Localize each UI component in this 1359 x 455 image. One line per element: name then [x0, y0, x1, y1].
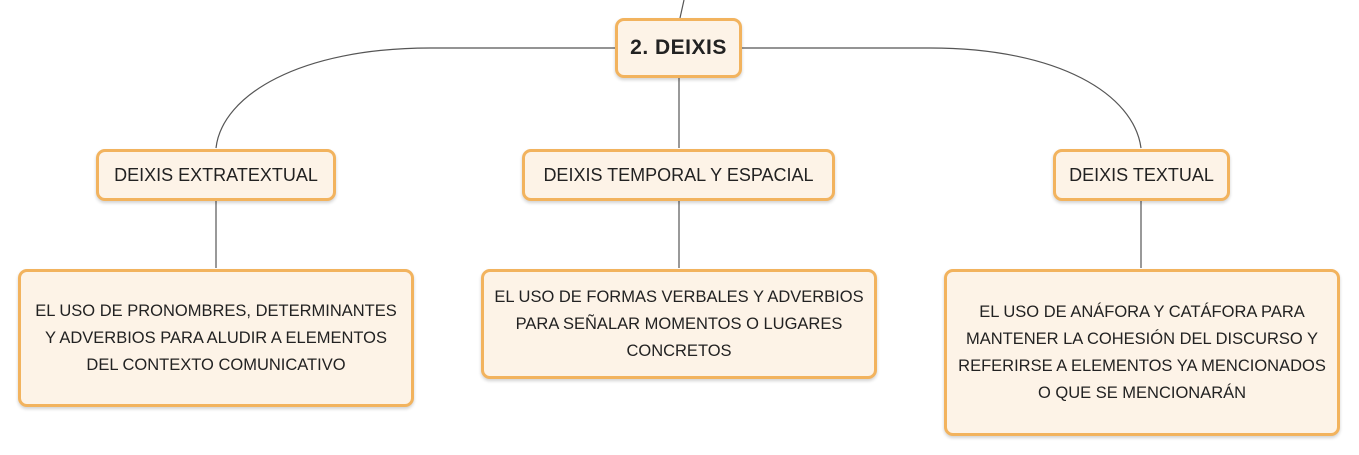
- connector-parent: [679, 0, 685, 19]
- branch-label: DEIXIS TEXTUAL: [1069, 164, 1214, 185]
- root-node[interactable]: 2. DEIXIS: [615, 18, 742, 78]
- leaf-description: EL USO DE ANÁFORA Y CATÁFORA PARA MANTEN…: [958, 302, 1326, 402]
- branch-node-extratextual[interactable]: DEIXIS EXTRATEXTUAL: [96, 149, 336, 201]
- connector-root-right: [742, 47, 1142, 149]
- branch-label: DEIXIS EXTRATEXTUAL: [114, 164, 318, 185]
- leaf-node-temporal-espacial[interactable]: EL USO DE FORMAS VERBALES Y ADVERBIOS PA…: [481, 269, 877, 379]
- leaf-node-textual[interactable]: EL USO DE ANÁFORA Y CATÁFORA PARA MANTEN…: [944, 269, 1340, 436]
- branch-label: DEIXIS TEMPORAL Y ESPACIAL: [543, 164, 814, 185]
- branch-node-textual[interactable]: DEIXIS TEXTUAL: [1053, 149, 1230, 201]
- branch-node-temporal-espacial[interactable]: DEIXIS TEMPORAL Y ESPACIAL: [522, 149, 835, 201]
- leaf-description: EL USO DE PRONOMBRES, DETERMINANTES Y AD…: [35, 301, 397, 374]
- leaf-description: EL USO DE FORMAS VERBALES Y ADVERBIOS PA…: [494, 287, 864, 360]
- leaf-node-extratextual[interactable]: EL USO DE PRONOMBRES, DETERMINANTES Y AD…: [18, 269, 414, 407]
- connector-root-left: [215, 47, 615, 149]
- root-label: 2. DEIXIS: [630, 36, 727, 59]
